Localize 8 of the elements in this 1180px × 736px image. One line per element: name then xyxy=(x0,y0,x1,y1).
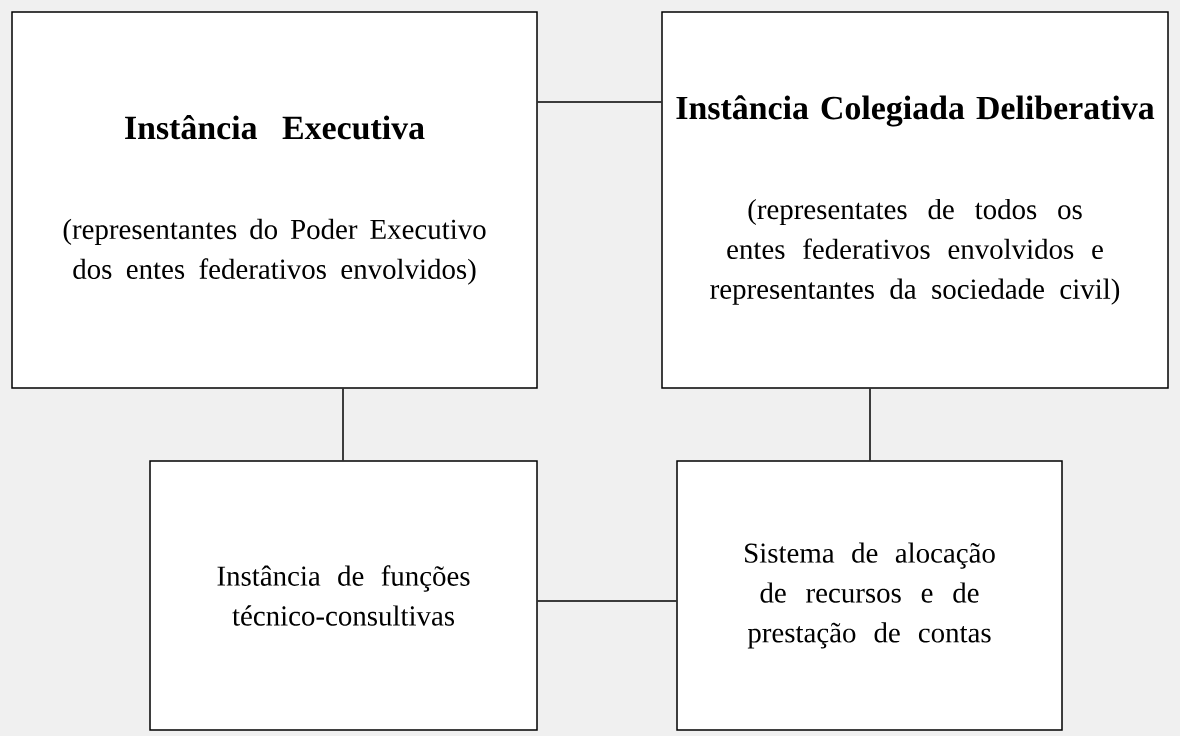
box-with-text: Sistema de alocação de recursos e de prestação de contas xyxy=(676,460,1063,731)
connector-line xyxy=(342,388,344,461)
connector-line xyxy=(537,101,662,103)
box-with-text: Instância de funções técnico-consultivas xyxy=(149,460,538,731)
box-with-text: Instância Colegiada Deliberativa (representates de todos os entes federativos envolvidos e representantes da sociedade civil) xyxy=(661,11,1169,389)
connector-line xyxy=(537,600,677,602)
box-with-text: Instância Executiva (representantes do Poder Executivo dos entes federativos envolvidos) xyxy=(11,11,538,389)
connector-line xyxy=(869,388,871,461)
